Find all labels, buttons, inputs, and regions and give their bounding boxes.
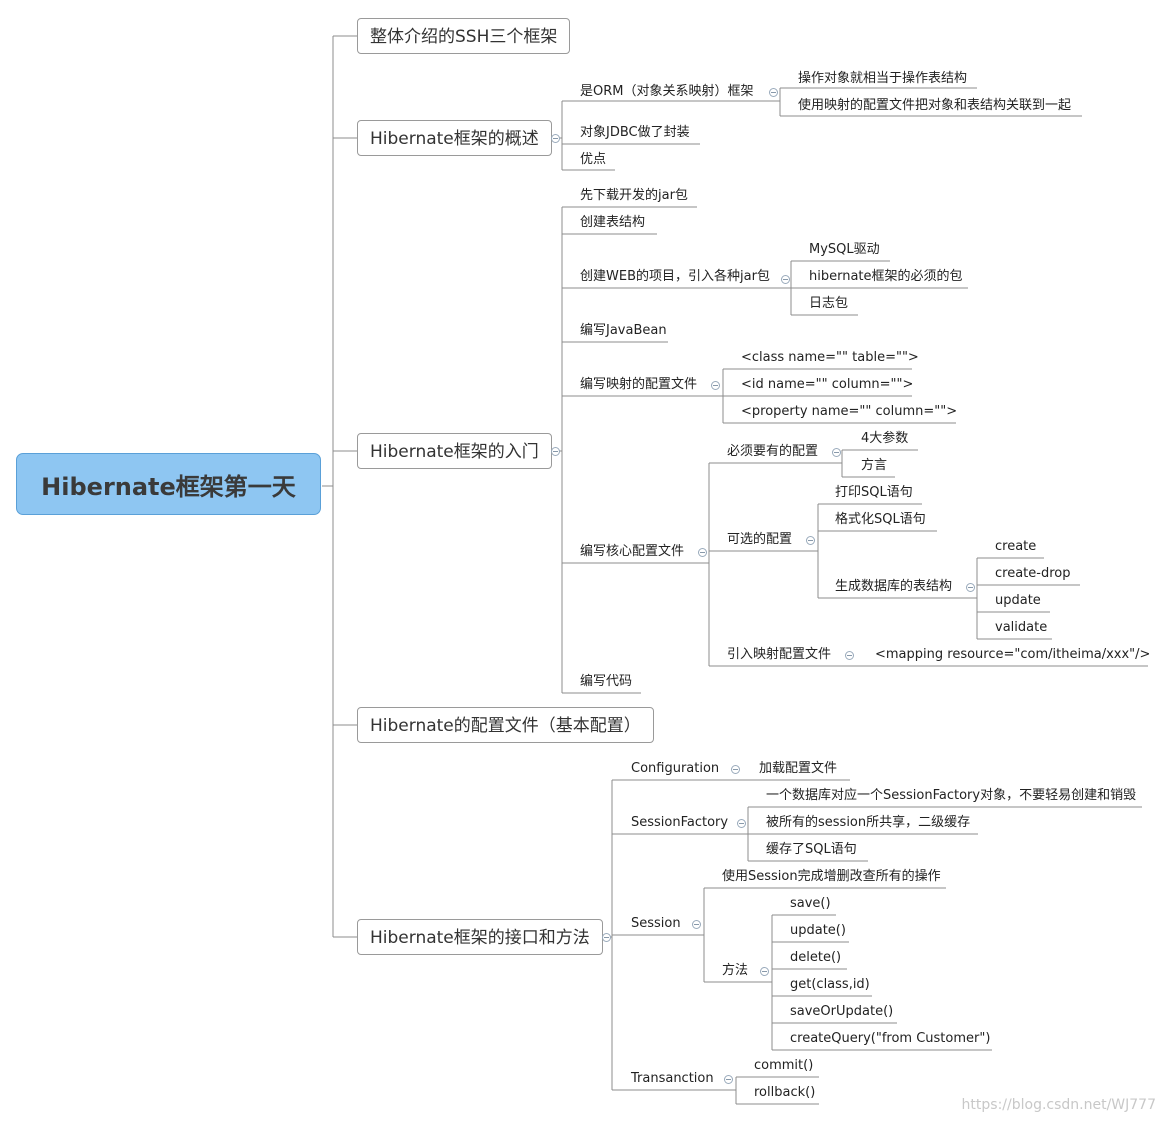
topic-core-optional[interactable]: 可选的配置 (727, 532, 793, 547)
topic-web-2[interactable]: hibernate框架的必须的包 (809, 269, 963, 284)
topic-orm-1[interactable]: 操作对象就相当于操作表结构 (798, 71, 968, 86)
topic-session[interactable]: Session (631, 916, 681, 931)
topic-code[interactable]: 编写代码 (580, 674, 633, 689)
topic-ddl-3[interactable]: update (995, 593, 1041, 608)
topic-method-5[interactable]: saveOrUpdate() (790, 1004, 894, 1019)
root-node[interactable]: Hibernate框架第一天 (16, 453, 321, 515)
topic-sf-3[interactable]: 缓存了SQL语句 (766, 842, 857, 857)
topic-javabean[interactable]: 编写JavaBean (580, 323, 667, 338)
topic-web-3[interactable]: 日志包 (809, 296, 849, 311)
topic-optional-1[interactable]: 打印SQL语句 (835, 485, 913, 500)
topic-core-mapping-value[interactable]: <mapping resource="com/itheima/xxx"/> (875, 647, 1151, 662)
topic-configuration-1[interactable]: 加载配置文件 (759, 761, 838, 776)
topic-ddl-2[interactable]: create-drop (995, 566, 1071, 581)
collapse-icon[interactable] (551, 134, 560, 143)
topic-optional-3[interactable]: 生成数据库的表结构 (835, 579, 953, 594)
collapse-icon[interactable] (832, 448, 841, 457)
topic-core[interactable]: 编写核心配置文件 (580, 544, 685, 559)
collapse-icon[interactable] (692, 920, 701, 929)
collapse-icon[interactable] (602, 933, 611, 942)
branch-api[interactable]: Hibernate框架的接口和方法 (357, 919, 603, 955)
topic-method-2[interactable]: update() (790, 923, 846, 938)
topic-orm-2[interactable]: 使用映射的配置文件把对象和表结构关联到一起 (798, 98, 1072, 113)
topic-methods[interactable]: 方法 (722, 963, 749, 978)
topic-required-2[interactable]: 方言 (861, 458, 888, 473)
topic-orm[interactable]: 是ORM（对象关系映射）框架 (580, 84, 754, 99)
topic-download[interactable]: 先下载开发的jar包 (580, 188, 688, 203)
topic-session-desc[interactable]: 使用Session完成增删改查所有的操作 (722, 869, 941, 884)
collapse-icon[interactable] (724, 1075, 733, 1084)
topic-mapping-2[interactable]: <id name="" column=""> (741, 377, 914, 392)
topic-transaction-2[interactable]: rollback() (754, 1085, 816, 1100)
branch-intro[interactable]: 整体介绍的SSH三个框架 (357, 18, 571, 54)
collapse-icon[interactable] (966, 583, 975, 592)
collapse-icon[interactable] (760, 967, 769, 976)
topic-mapping-3[interactable]: <property name="" column=""> (741, 404, 958, 419)
topic-mapping[interactable]: 编写映射的配置文件 (580, 377, 698, 392)
collapse-icon[interactable] (806, 536, 815, 545)
topic-jdbc[interactable]: 对象JDBC做了封装 (580, 125, 690, 140)
topic-required-1[interactable]: 4大参数 (861, 431, 909, 446)
topic-web-1[interactable]: MySQL驱动 (809, 242, 880, 257)
topic-sessionfactory[interactable]: SessionFactory (631, 815, 729, 830)
topic-transaction-1[interactable]: commit() (754, 1058, 814, 1073)
collapse-icon[interactable] (845, 651, 854, 660)
collapse-icon[interactable] (731, 765, 740, 774)
collapse-icon[interactable] (737, 819, 746, 828)
topic-ddl-1[interactable]: create (995, 539, 1037, 554)
topic-mapping-1[interactable]: <class name="" table=""> (741, 350, 919, 365)
collapse-icon[interactable] (711, 381, 720, 390)
topic-optional-2[interactable]: 格式化SQL语句 (835, 512, 926, 527)
topic-core-required[interactable]: 必须要有的配置 (727, 444, 819, 459)
topic-advantages[interactable]: 优点 (580, 152, 607, 167)
topic-create-web[interactable]: 创建WEB的项目，引入各种jar包 (580, 269, 770, 284)
topic-sf-2[interactable]: 被所有的session所共享，二级缓存 (766, 815, 971, 830)
topic-sf-1[interactable]: 一个数据库对应一个SessionFactory对象，不要轻易创建和销毁 (766, 788, 1137, 803)
topic-core-mapping[interactable]: 引入映射配置文件 (727, 647, 832, 662)
watermark: https://blog.csdn.net/WJ777 (961, 1097, 1156, 1113)
collapse-icon[interactable] (781, 275, 790, 284)
topic-create-table[interactable]: 创建表结构 (580, 215, 646, 230)
topic-configuration[interactable]: Configuration (631, 761, 720, 776)
collapse-icon[interactable] (698, 548, 707, 557)
branch-config[interactable]: Hibernate的配置文件（基本配置） (357, 707, 654, 743)
topic-method-6[interactable]: createQuery("from Customer") (790, 1031, 991, 1046)
topic-method-3[interactable]: delete() (790, 950, 842, 965)
topic-transaction[interactable]: Transanction (631, 1071, 714, 1086)
topic-method-4[interactable]: get(class,id) (790, 977, 870, 992)
collapse-icon[interactable] (551, 447, 560, 456)
topic-ddl-4[interactable]: validate (995, 620, 1048, 635)
branch-start[interactable]: Hibernate框架的入门 (357, 433, 552, 469)
branch-overview[interactable]: Hibernate框架的概述 (357, 120, 552, 156)
collapse-icon[interactable] (769, 88, 778, 97)
topic-method-1[interactable]: save() (790, 896, 831, 911)
